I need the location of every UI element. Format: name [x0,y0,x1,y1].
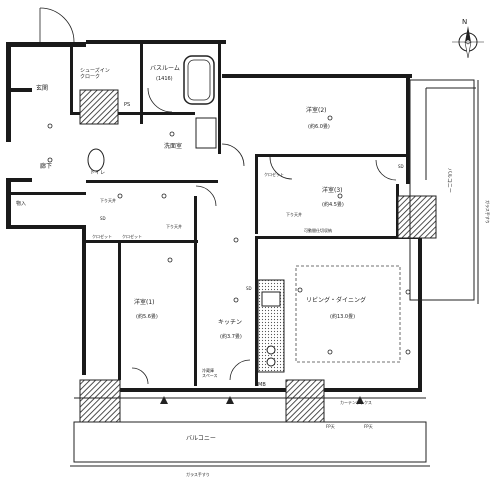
label-living-size: (約13.0畳) [330,313,355,320]
ceiling-lights [47,115,411,355]
compass-rose: N [452,18,484,59]
label-curtain-box: カーテンボックス [340,399,372,405]
label-genkan: 玄関 [36,84,48,92]
label-kitchen-size: (約3.7畳) [220,333,242,340]
label-western-1: 洋室(1) [134,298,155,306]
kitchen-sink [261,291,281,307]
outer-walls [6,40,422,392]
label-western-3: 洋室(3) [322,186,343,194]
label-glass-fence: ガラス手すり [485,200,491,224]
bathtub [183,55,215,105]
label-balcony-south: バルコニー [186,435,216,442]
label-bathroom-size: (1416) [156,76,173,82]
stove-burner [266,345,276,355]
living-dining-area [295,265,401,363]
label-sd-1: SD [100,216,106,221]
stove-burner-2 [266,357,276,367]
label-fridge: 冷蔵庫スペース [202,367,218,378]
balcony-south-outline [70,397,430,467]
label-fp-down: FP天 [364,424,373,429]
label-corridor: 廊下 [40,162,52,170]
bathtub-inner [187,59,211,101]
label-glass-fence-south: ガラス手すり [186,471,210,477]
label-western-2: 洋室(2) [306,106,327,114]
door-swings [39,7,397,385]
label-storage: 物入 [16,200,26,207]
label-lowceil-1: 下り天井 [166,223,182,229]
label-lowceil-3: 下り天井 [100,197,116,203]
label-balcony-east: バルコニー [446,168,452,193]
label-closet-b: クロゼット [122,233,142,239]
column-south-west [79,379,121,423]
column-south-mid [285,379,325,423]
column-east [397,195,437,239]
label-kitchen: キッチン [218,319,242,326]
label-ps: PS [124,102,130,108]
interior-walls [11,44,420,386]
column-shaft [79,89,119,125]
label-western-2-size: (約6.0畳) [308,123,330,130]
label-moveable-wall: 可動間仕切収納 [304,227,332,233]
label-living: リビング・ダイニング [306,296,366,304]
toilet-bowl [87,148,105,172]
label-western-3-size: (約4.5畳) [322,201,344,208]
label-western-1-size: (約5.6畳) [136,313,158,320]
label-shoes-closet: シューズインクローク [80,67,110,80]
label-bathroom: バスルーム [150,65,180,72]
washbasin [195,117,217,149]
label-sd-2: SD [246,286,252,291]
label-washroom: 洗面室 [164,142,182,150]
balcony-east-outline [409,79,479,304]
label-closet-c: クロゼット [264,171,284,177]
label-closet-a: クロゼット [92,233,112,239]
label-toilet: トイレ [90,170,105,176]
compass-north-label: N [462,18,467,26]
label-fp-up: FP天 [326,424,335,429]
label-mb: MB [258,382,266,388]
label-lowceil-2: 下り天井 [286,211,302,217]
label-sd-east: SD [398,164,404,169]
balcony-markers [160,396,364,404]
